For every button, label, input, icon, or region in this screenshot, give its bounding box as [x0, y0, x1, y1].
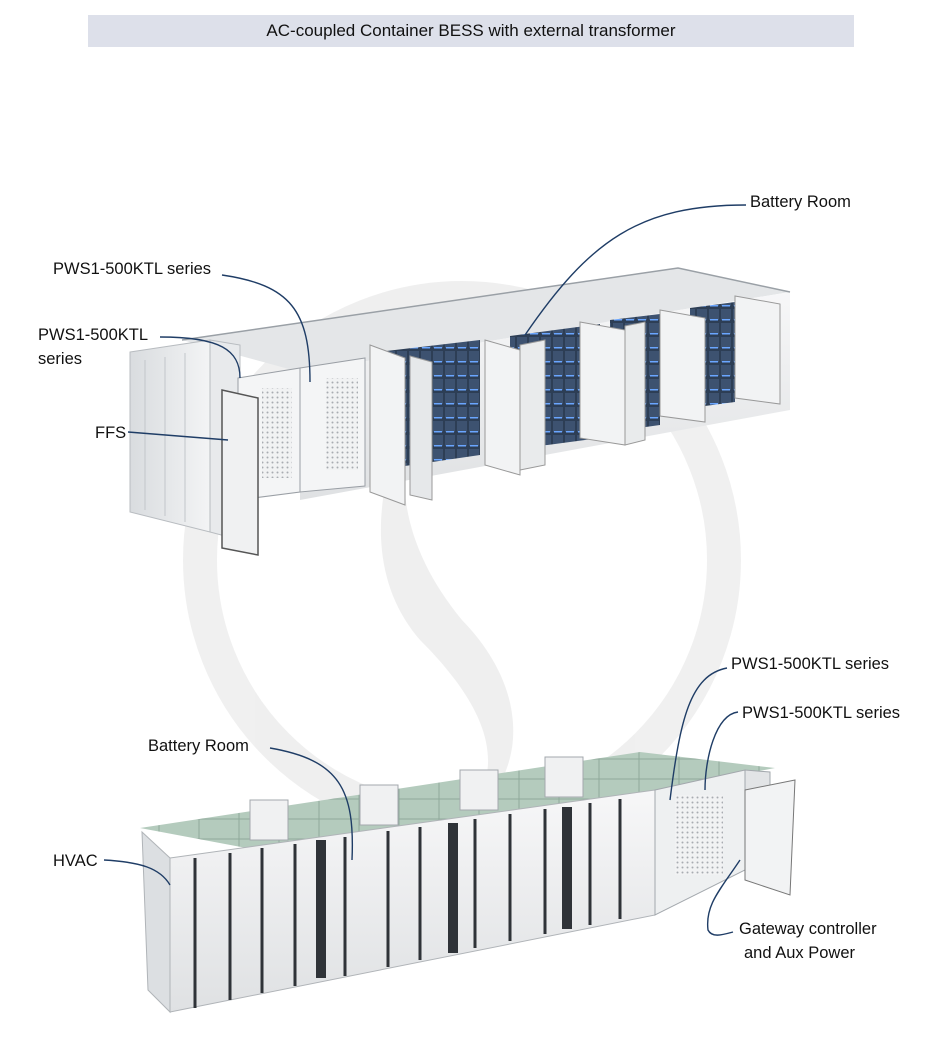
label-pws-top-b-line1: PWS1-500KTL: [38, 326, 149, 344]
label-hvac: HVAC: [53, 852, 98, 870]
label-gateway-line1: Gateway controller: [739, 920, 877, 938]
leader-lines: [103, 204, 747, 936]
label-pws-top-a: PWS1-500KTL series: [53, 260, 212, 278]
label-pws-bottom-a: PWS1-500KTL series: [731, 655, 890, 673]
label-pws-top-b-line2: series: [38, 350, 83, 368]
top-container: [129, 267, 791, 556]
label-battery-room-top: Battery Room: [750, 193, 851, 211]
label-battery-room-bottom: Battery Room: [148, 737, 249, 755]
label-gateway-line2: and Aux Power: [744, 944, 855, 962]
label-pws-bottom-b: PWS1-500KTL series: [742, 704, 901, 722]
bottom-container: [140, 752, 796, 1014]
label-ffs: FFS: [95, 424, 127, 442]
page-title: AC-coupled Container BESS with external …: [88, 15, 854, 47]
